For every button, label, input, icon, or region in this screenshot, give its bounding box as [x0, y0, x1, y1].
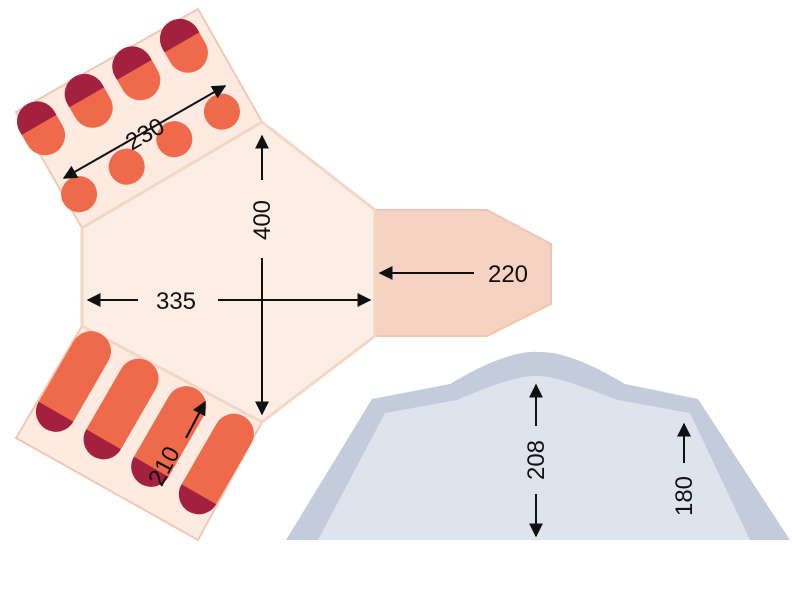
label-porch-depth: 220: [488, 261, 528, 288]
label-tent-center-height: 208: [523, 440, 550, 480]
arrow-bedroom-top-width: [62, 85, 227, 179]
label-living-width: 335: [156, 288, 196, 315]
sleeping-bag-foot: [61, 176, 98, 213]
sleeping-bag-icon: [17, 101, 66, 156]
sleeping-bag-icon: [178, 413, 254, 515]
sleeping-bag-icon: [83, 358, 159, 460]
sleeping-bags-bottom: [35, 331, 254, 515]
sleeping-bag-icon: [35, 331, 111, 432]
sleeping-bag-icon: [131, 386, 207, 487]
label-tent-side-height: 180: [671, 476, 698, 516]
label-living-height: 400: [249, 200, 276, 240]
sleeping-bag-icon: [159, 18, 208, 73]
arrow-bedroom-bottom-length: [185, 400, 206, 439]
living-area: [80, 120, 377, 424]
tent-profile-inner: [318, 376, 750, 540]
